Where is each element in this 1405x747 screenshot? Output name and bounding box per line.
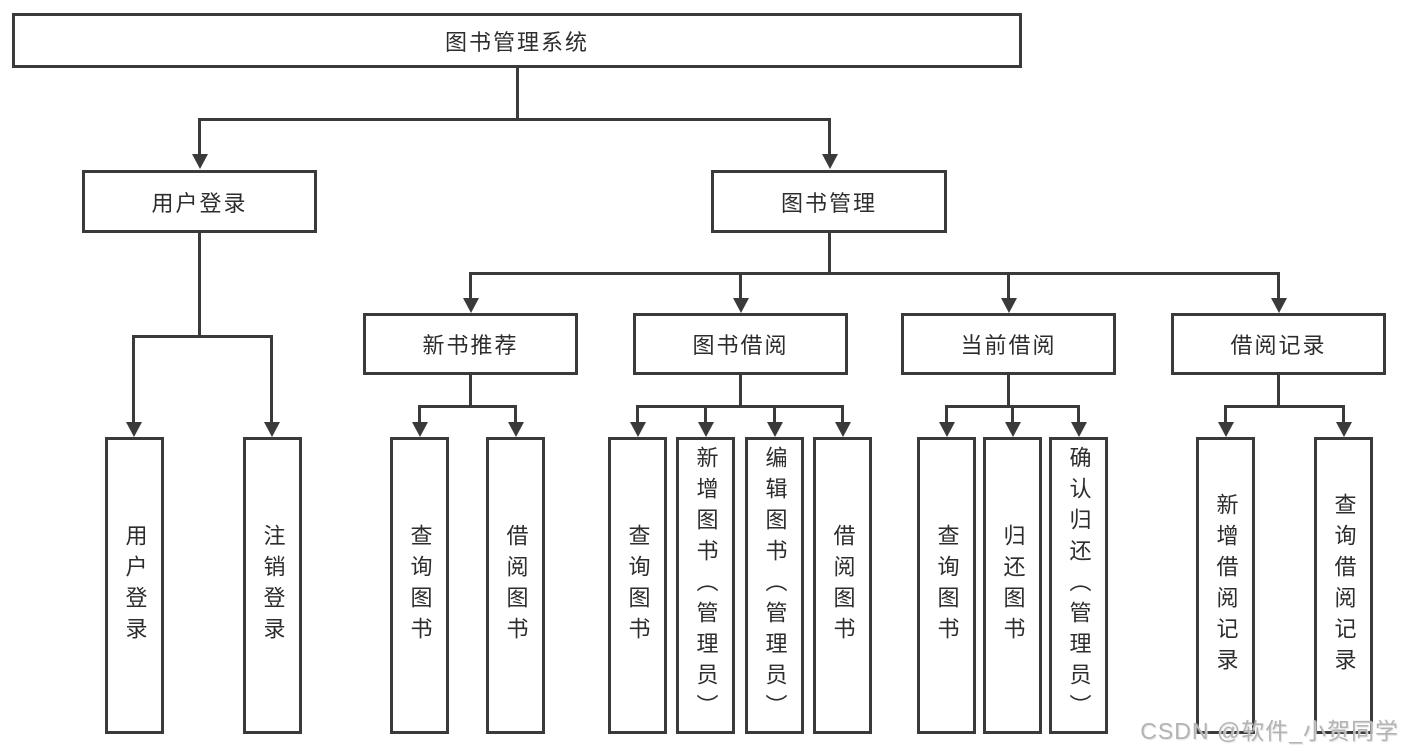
connector-line — [739, 375, 742, 405]
leaf-logout-login: 注销登录 — [243, 437, 302, 734]
arrowhead-down-icon — [1218, 422, 1234, 437]
arrowhead-down-icon — [1071, 422, 1087, 437]
connector-line — [418, 405, 517, 408]
connector-line — [198, 233, 201, 335]
connector-line — [828, 118, 831, 154]
leaf-add-borrow-record: 新增借阅记录 — [1196, 437, 1255, 734]
node-book-borrowing: 图书借阅 — [633, 313, 848, 375]
arrowhead-down-icon — [733, 298, 749, 313]
leaf-add-books-admin: 新增图书（管理员） — [676, 437, 735, 734]
arrowhead-down-icon — [192, 154, 208, 169]
node-user-login: 用户登录 — [82, 170, 317, 233]
arrowhead-down-icon — [412, 422, 428, 437]
arrowhead-down-icon — [508, 422, 524, 437]
leaf-return-books: 归还图书 — [983, 437, 1042, 734]
leaf-borrow-books-recommend: 借阅图书 — [486, 437, 545, 734]
leaf-label: 查询借阅记录 — [1331, 492, 1357, 679]
node-library-management-system: 图书管理系统 — [12, 13, 1022, 68]
connector-line — [1007, 272, 1010, 299]
arrowhead-down-icon — [1336, 422, 1352, 437]
leaf-label: 用户登录 — [122, 523, 148, 648]
arrowhead-down-icon — [1271, 298, 1287, 313]
arrowhead-down-icon — [698, 422, 714, 437]
csdn-watermark: CSDN @软件_小贺同学 — [1140, 718, 1399, 744]
leaf-label: 新增借阅记录 — [1213, 492, 1239, 679]
leaf-label: 查询图书 — [407, 523, 433, 648]
leaf-query-books-current: 查询图书 — [917, 437, 976, 734]
connector-line — [1224, 405, 1345, 408]
arrowhead-down-icon — [264, 422, 280, 437]
node-new-book-recommendation: 新书推荐 — [363, 313, 578, 375]
connector-line — [132, 335, 273, 338]
leaf-label: 查询图书 — [625, 523, 651, 648]
connector-line — [1224, 405, 1227, 422]
arrowhead-down-icon — [630, 422, 646, 437]
connector-line — [516, 68, 519, 118]
leaf-label: 新增图书（管理员） — [693, 446, 719, 725]
connector-line — [198, 118, 831, 121]
connector-line — [1277, 375, 1280, 405]
leaf-label: 归还图书 — [1000, 523, 1026, 648]
arrowhead-down-icon — [822, 154, 838, 169]
connector-line — [514, 405, 517, 422]
connector-line — [469, 375, 472, 405]
connector-line — [198, 118, 201, 154]
arrowhead-down-icon — [1001, 298, 1017, 313]
arrowhead-down-icon — [126, 422, 142, 437]
connector-line — [1277, 272, 1280, 299]
leaf-user-login: 用户登录 — [105, 437, 164, 734]
connector-line — [469, 272, 472, 299]
connector-line — [1342, 405, 1345, 422]
arrowhead-down-icon — [463, 298, 479, 313]
connector-line — [828, 233, 831, 274]
leaf-label: 注销登录 — [260, 523, 286, 648]
connector-line — [1007, 375, 1010, 405]
leaf-query-books-recommend: 查询图书 — [390, 437, 449, 734]
node-current-borrowing: 当前借阅 — [901, 313, 1116, 375]
connector-line — [773, 405, 776, 422]
leaf-confirm-return-admin: 确认归还（管理员） — [1049, 437, 1108, 734]
connector-line — [841, 405, 844, 422]
arrowhead-down-icon — [1005, 422, 1021, 437]
connector-line — [636, 405, 844, 408]
arrowhead-down-icon — [939, 422, 955, 437]
connector-line — [270, 335, 273, 422]
leaf-query-books-borrowing: 查询图书 — [608, 437, 667, 734]
leaf-label: 借阅图书 — [503, 523, 529, 648]
leaf-query-borrow-record: 查询借阅记录 — [1314, 437, 1373, 734]
connector-line — [636, 405, 639, 422]
connector-line — [1011, 405, 1014, 422]
node-borrowing-records: 借阅记录 — [1171, 313, 1386, 375]
arrowhead-down-icon — [835, 422, 851, 437]
connector-line — [704, 405, 707, 422]
node-book-management: 图书管理 — [711, 170, 947, 233]
leaf-label: 借阅图书 — [830, 523, 856, 648]
leaf-borrow-books-borrowing: 借阅图书 — [813, 437, 872, 734]
connector-line — [469, 272, 1280, 275]
connector-line — [1077, 405, 1080, 422]
connector-line — [132, 335, 135, 422]
leaf-label: 编辑图书（管理员） — [762, 446, 788, 725]
leaf-label: 查询图书 — [934, 523, 960, 648]
leaf-edit-books-admin: 编辑图书（管理员） — [745, 437, 804, 734]
arrowhead-down-icon — [767, 422, 783, 437]
connector-line — [418, 405, 421, 422]
connector-line — [945, 405, 948, 422]
leaf-label: 确认归还（管理员） — [1066, 446, 1092, 725]
connector-line — [739, 272, 742, 299]
